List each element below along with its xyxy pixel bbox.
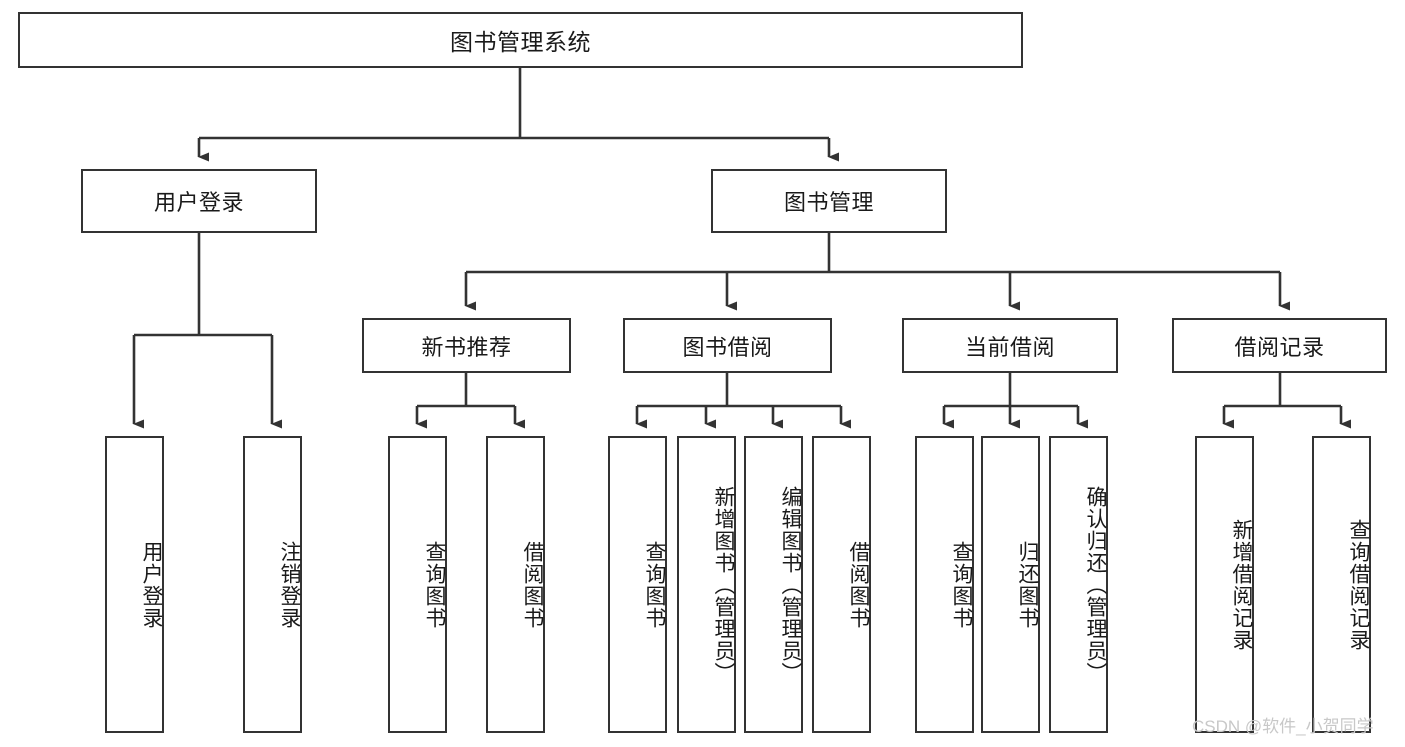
node-leaf-user-login[interactable]: 用户登录 bbox=[105, 436, 164, 733]
edge-borrow-record-to-leaves bbox=[1222, 373, 1351, 429]
node-book-manage[interactable]: 图书管理 bbox=[711, 169, 947, 233]
node-current-borrow-label: 当前借阅 bbox=[964, 334, 1055, 360]
node-leaf-borrow-book-2-label: 借阅图书 bbox=[847, 540, 870, 629]
node-user-login-label: 用户登录 bbox=[153, 190, 244, 215]
node-leaf-logout[interactable]: 注销登录 bbox=[243, 436, 302, 733]
node-borrow-record-label: 借阅记录 bbox=[1234, 334, 1325, 360]
node-new-book-rec[interactable]: 新书推荐 bbox=[362, 318, 571, 373]
node-leaf-edit-book-label: 编辑图书（管理员） bbox=[779, 485, 802, 684]
edge-current-borrow-to-leaves bbox=[942, 373, 1088, 429]
node-leaf-borrow-book-1-label: 借阅图书 bbox=[521, 540, 544, 629]
node-leaf-query-book-3-label: 查询图书 bbox=[950, 540, 973, 629]
node-book-borrow[interactable]: 图书借阅 bbox=[623, 318, 832, 373]
node-leaf-add-book[interactable]: 新增图书（管理员） bbox=[677, 436, 736, 733]
node-leaf-query-record[interactable]: 查询借阅记录 bbox=[1312, 436, 1371, 733]
edge-root-to-level2 bbox=[197, 68, 839, 162]
node-leaf-return-book-label: 归还图书 bbox=[1016, 540, 1039, 629]
watermark-text: CSDN @软件_小贺同学 bbox=[1192, 717, 1374, 736]
node-book-manage-label: 图书管理 bbox=[783, 190, 874, 215]
node-user-login[interactable]: 用户登录 bbox=[81, 169, 317, 233]
node-new-book-rec-label: 新书推荐 bbox=[421, 334, 512, 360]
node-leaf-borrow-book-2[interactable]: 借阅图书 bbox=[812, 436, 871, 733]
node-leaf-user-login-label: 用户登录 bbox=[140, 540, 163, 629]
node-leaf-query-book-3[interactable]: 查询图书 bbox=[915, 436, 974, 733]
node-leaf-query-book-2[interactable]: 查询图书 bbox=[608, 436, 667, 733]
node-leaf-confirm-return-label: 确认归还（管理员） bbox=[1084, 485, 1107, 684]
node-leaf-borrow-book-1[interactable]: 借阅图书 bbox=[486, 436, 545, 733]
node-leaf-edit-book[interactable]: 编辑图书（管理员） bbox=[744, 436, 803, 733]
node-leaf-add-record-label: 新增借阅记录 bbox=[1230, 518, 1253, 651]
node-book-borrow-label: 图书借阅 bbox=[682, 334, 773, 360]
node-leaf-return-book[interactable]: 归还图书 bbox=[981, 436, 1040, 733]
node-leaf-query-record-label: 查询借阅记录 bbox=[1347, 518, 1370, 651]
node-leaf-query-book-1-label: 查询图书 bbox=[423, 540, 446, 629]
edge-new-book-rec-to-leaves bbox=[415, 373, 525, 429]
edge-user-login-to-leaves bbox=[132, 233, 282, 429]
node-leaf-add-book-label: 新增图书（管理员） bbox=[712, 485, 735, 684]
node-root-label: 图书管理系统 bbox=[450, 29, 591, 55]
edge-book-manage-to-level3 bbox=[464, 233, 1290, 311]
node-leaf-add-record[interactable]: 新增借阅记录 bbox=[1195, 436, 1254, 733]
node-current-borrow[interactable]: 当前借阅 bbox=[902, 318, 1118, 373]
node-leaf-logout-label: 注销登录 bbox=[278, 540, 301, 629]
node-leaf-query-book-1[interactable]: 查询图书 bbox=[388, 436, 447, 733]
node-root[interactable]: 图书管理系统 bbox=[18, 12, 1023, 68]
node-borrow-record[interactable]: 借阅记录 bbox=[1172, 318, 1387, 373]
node-leaf-confirm-return[interactable]: 确认归还（管理员） bbox=[1049, 436, 1108, 733]
node-leaf-query-book-2-label: 查询图书 bbox=[643, 540, 666, 629]
edge-book-borrow-to-leaves bbox=[635, 373, 851, 429]
